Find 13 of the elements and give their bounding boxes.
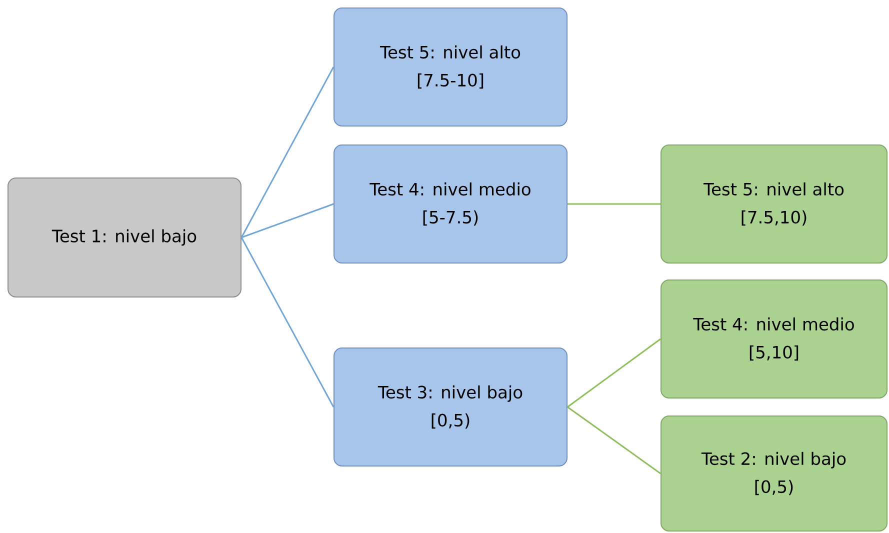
connector-line bbox=[241, 203, 334, 238]
connector-line bbox=[567, 406, 661, 474]
process-box: Test 5: nivel alto [7.5,10) bbox=[660, 144, 888, 264]
connector-line bbox=[240, 237, 334, 408]
connector-line bbox=[240, 66, 334, 238]
process-box: Test 4: nivel medio [5,10] bbox=[660, 280, 888, 398]
process-box: Test 4: nivel medio [5-7.5) bbox=[334, 144, 568, 264]
process-box: Test 3: nivel bajo [0,5) bbox=[334, 348, 568, 466]
process-box: Test 5: nivel alto [7.5-10] bbox=[334, 8, 568, 126]
process-box: Test 1: nivel bajo bbox=[8, 178, 242, 298]
connector-line bbox=[568, 203, 660, 205]
process-box: Test 2: nivel bajo [0,5) bbox=[660, 416, 888, 532]
connector-line bbox=[567, 338, 661, 408]
